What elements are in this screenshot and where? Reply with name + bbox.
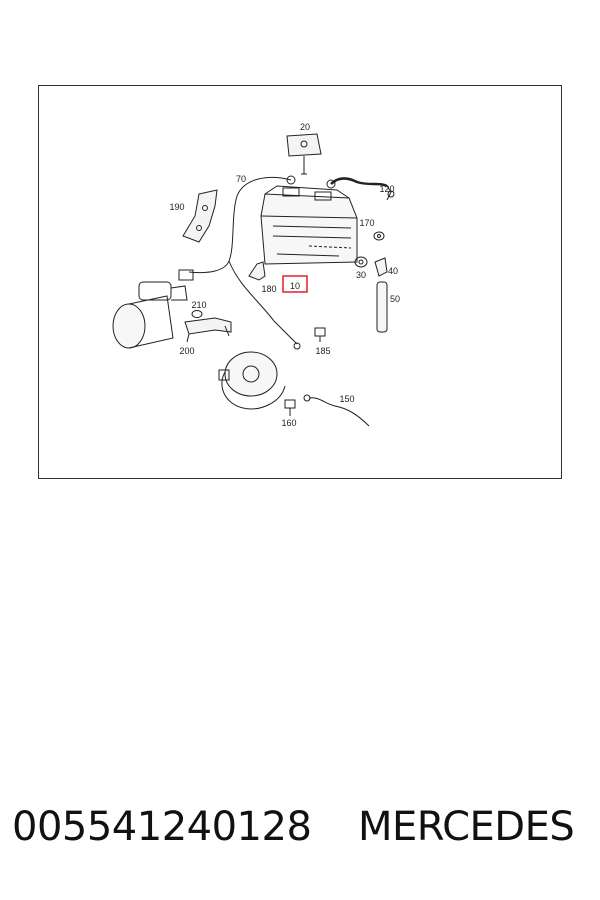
part-label-160[interactable]: 160 bbox=[281, 418, 296, 428]
part-label-120[interactable]: 120 bbox=[379, 184, 394, 194]
part-label-170[interactable]: 170 bbox=[359, 218, 374, 228]
part-180-bracket bbox=[248, 261, 266, 281]
parts-diagram-frame: 10 20 30 40 50 70 120 150 160 170 180 18… bbox=[38, 85, 562, 479]
part-210-nut bbox=[191, 310, 203, 318]
part-label-50[interactable]: 50 bbox=[390, 294, 400, 304]
part-200-bracket bbox=[184, 317, 232, 343]
part-label-30[interactable]: 30 bbox=[356, 270, 366, 280]
part-label-10[interactable]: 10 bbox=[290, 281, 300, 291]
part-label-150[interactable]: 150 bbox=[339, 394, 354, 404]
part-10-highlight-box bbox=[282, 275, 308, 293]
part-120-positive-cable bbox=[330, 177, 395, 201]
starter-motor bbox=[112, 269, 194, 349]
brand-text: MERCEDES bbox=[358, 804, 575, 850]
part-label-40[interactable]: 40 bbox=[388, 266, 398, 276]
part-10-battery bbox=[260, 175, 358, 265]
part-160-bolt bbox=[284, 399, 296, 416]
part-170-terminal bbox=[373, 231, 385, 241]
part-185-bolt bbox=[314, 327, 326, 342]
part-label-185[interactable]: 185 bbox=[315, 346, 330, 356]
part-label-190[interactable]: 190 bbox=[169, 202, 184, 212]
part-150-cable bbox=[303, 394, 370, 427]
alternator bbox=[218, 351, 286, 410]
part-20-clamp-plate bbox=[286, 133, 322, 175]
part-label-210[interactable]: 210 bbox=[191, 300, 206, 310]
part-70-ground-cable bbox=[188, 176, 301, 350]
part-label-180[interactable]: 180 bbox=[261, 284, 276, 294]
battery-wiring-exploded-diagram: 10 20 30 40 50 70 120 150 160 170 180 18… bbox=[112, 122, 400, 428]
part-label-70[interactable]: 70 bbox=[236, 174, 246, 184]
part-number-text: 005541240128 bbox=[12, 804, 312, 850]
part-50-cover-tube bbox=[376, 281, 388, 333]
part-label-20[interactable]: 20 bbox=[300, 122, 310, 132]
footer-caption: 005541240128 MERCEDES bbox=[0, 800, 600, 870]
part-30-terminal-clamp bbox=[354, 256, 368, 268]
part-190-bracket bbox=[182, 189, 218, 243]
part-40-terminal-cap bbox=[374, 257, 388, 277]
part-label-200[interactable]: 200 bbox=[179, 346, 194, 356]
